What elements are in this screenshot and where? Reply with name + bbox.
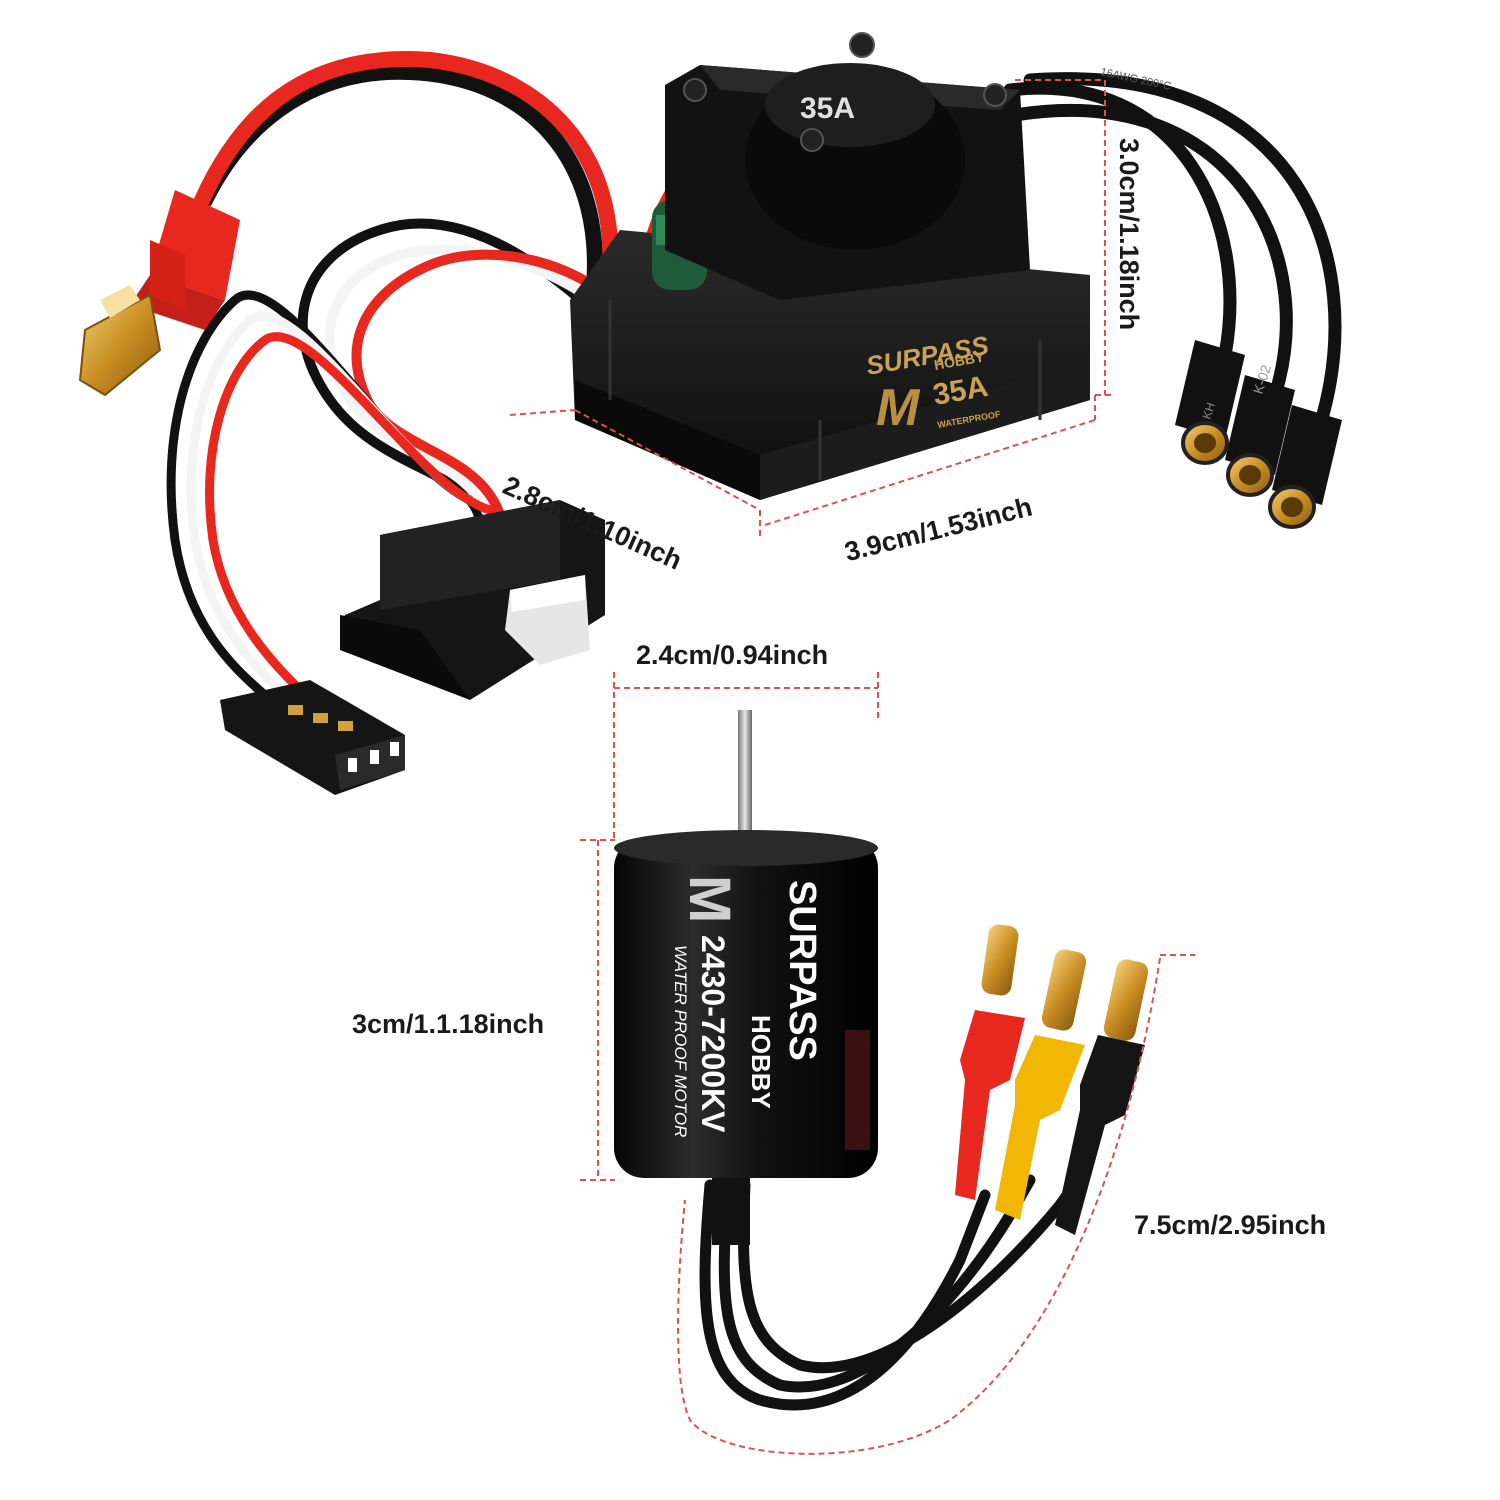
motor-description: WATER PROOF MOTOR (671, 945, 690, 1137)
motor-logo-m: M (677, 875, 742, 923)
t-plug-connector (78, 190, 240, 397)
motor-labels: SURPASS HOBBY 2430-7200KV WATER PROOF MO… (671, 875, 823, 1137)
servo-plug (220, 680, 405, 795)
motor-brand: SURPASS (781, 880, 823, 1061)
esc-height-dimension: 3.0cm/1.18inch (1114, 138, 1144, 331)
esc-bullet-connectors (1175, 340, 1342, 529)
lead-length-dimension: 7.5cm/2.95inch (1134, 1210, 1327, 1240)
esc-logo-m: M (876, 379, 921, 437)
motor-length-dimension: 3cm/1.1.18inch (352, 1009, 545, 1039)
motor-model: 2430-7200KV (695, 935, 731, 1133)
motor-brand-sub: HOBBY (746, 1015, 776, 1109)
motor-bullet-plugs (955, 924, 1149, 1235)
esc-fan-label: 35A (800, 92, 855, 125)
esc-receiver-lead (166, 218, 645, 705)
esc-body (570, 32, 1342, 529)
esc-connector-tag-1: KH (1200, 401, 1218, 421)
dimension-lines (509, 79, 1195, 1455)
brushless-motor (614, 710, 1149, 1411)
power-switch (340, 500, 605, 700)
motor-diameter-dimension: 2.4cm/0.94inch (636, 640, 829, 670)
